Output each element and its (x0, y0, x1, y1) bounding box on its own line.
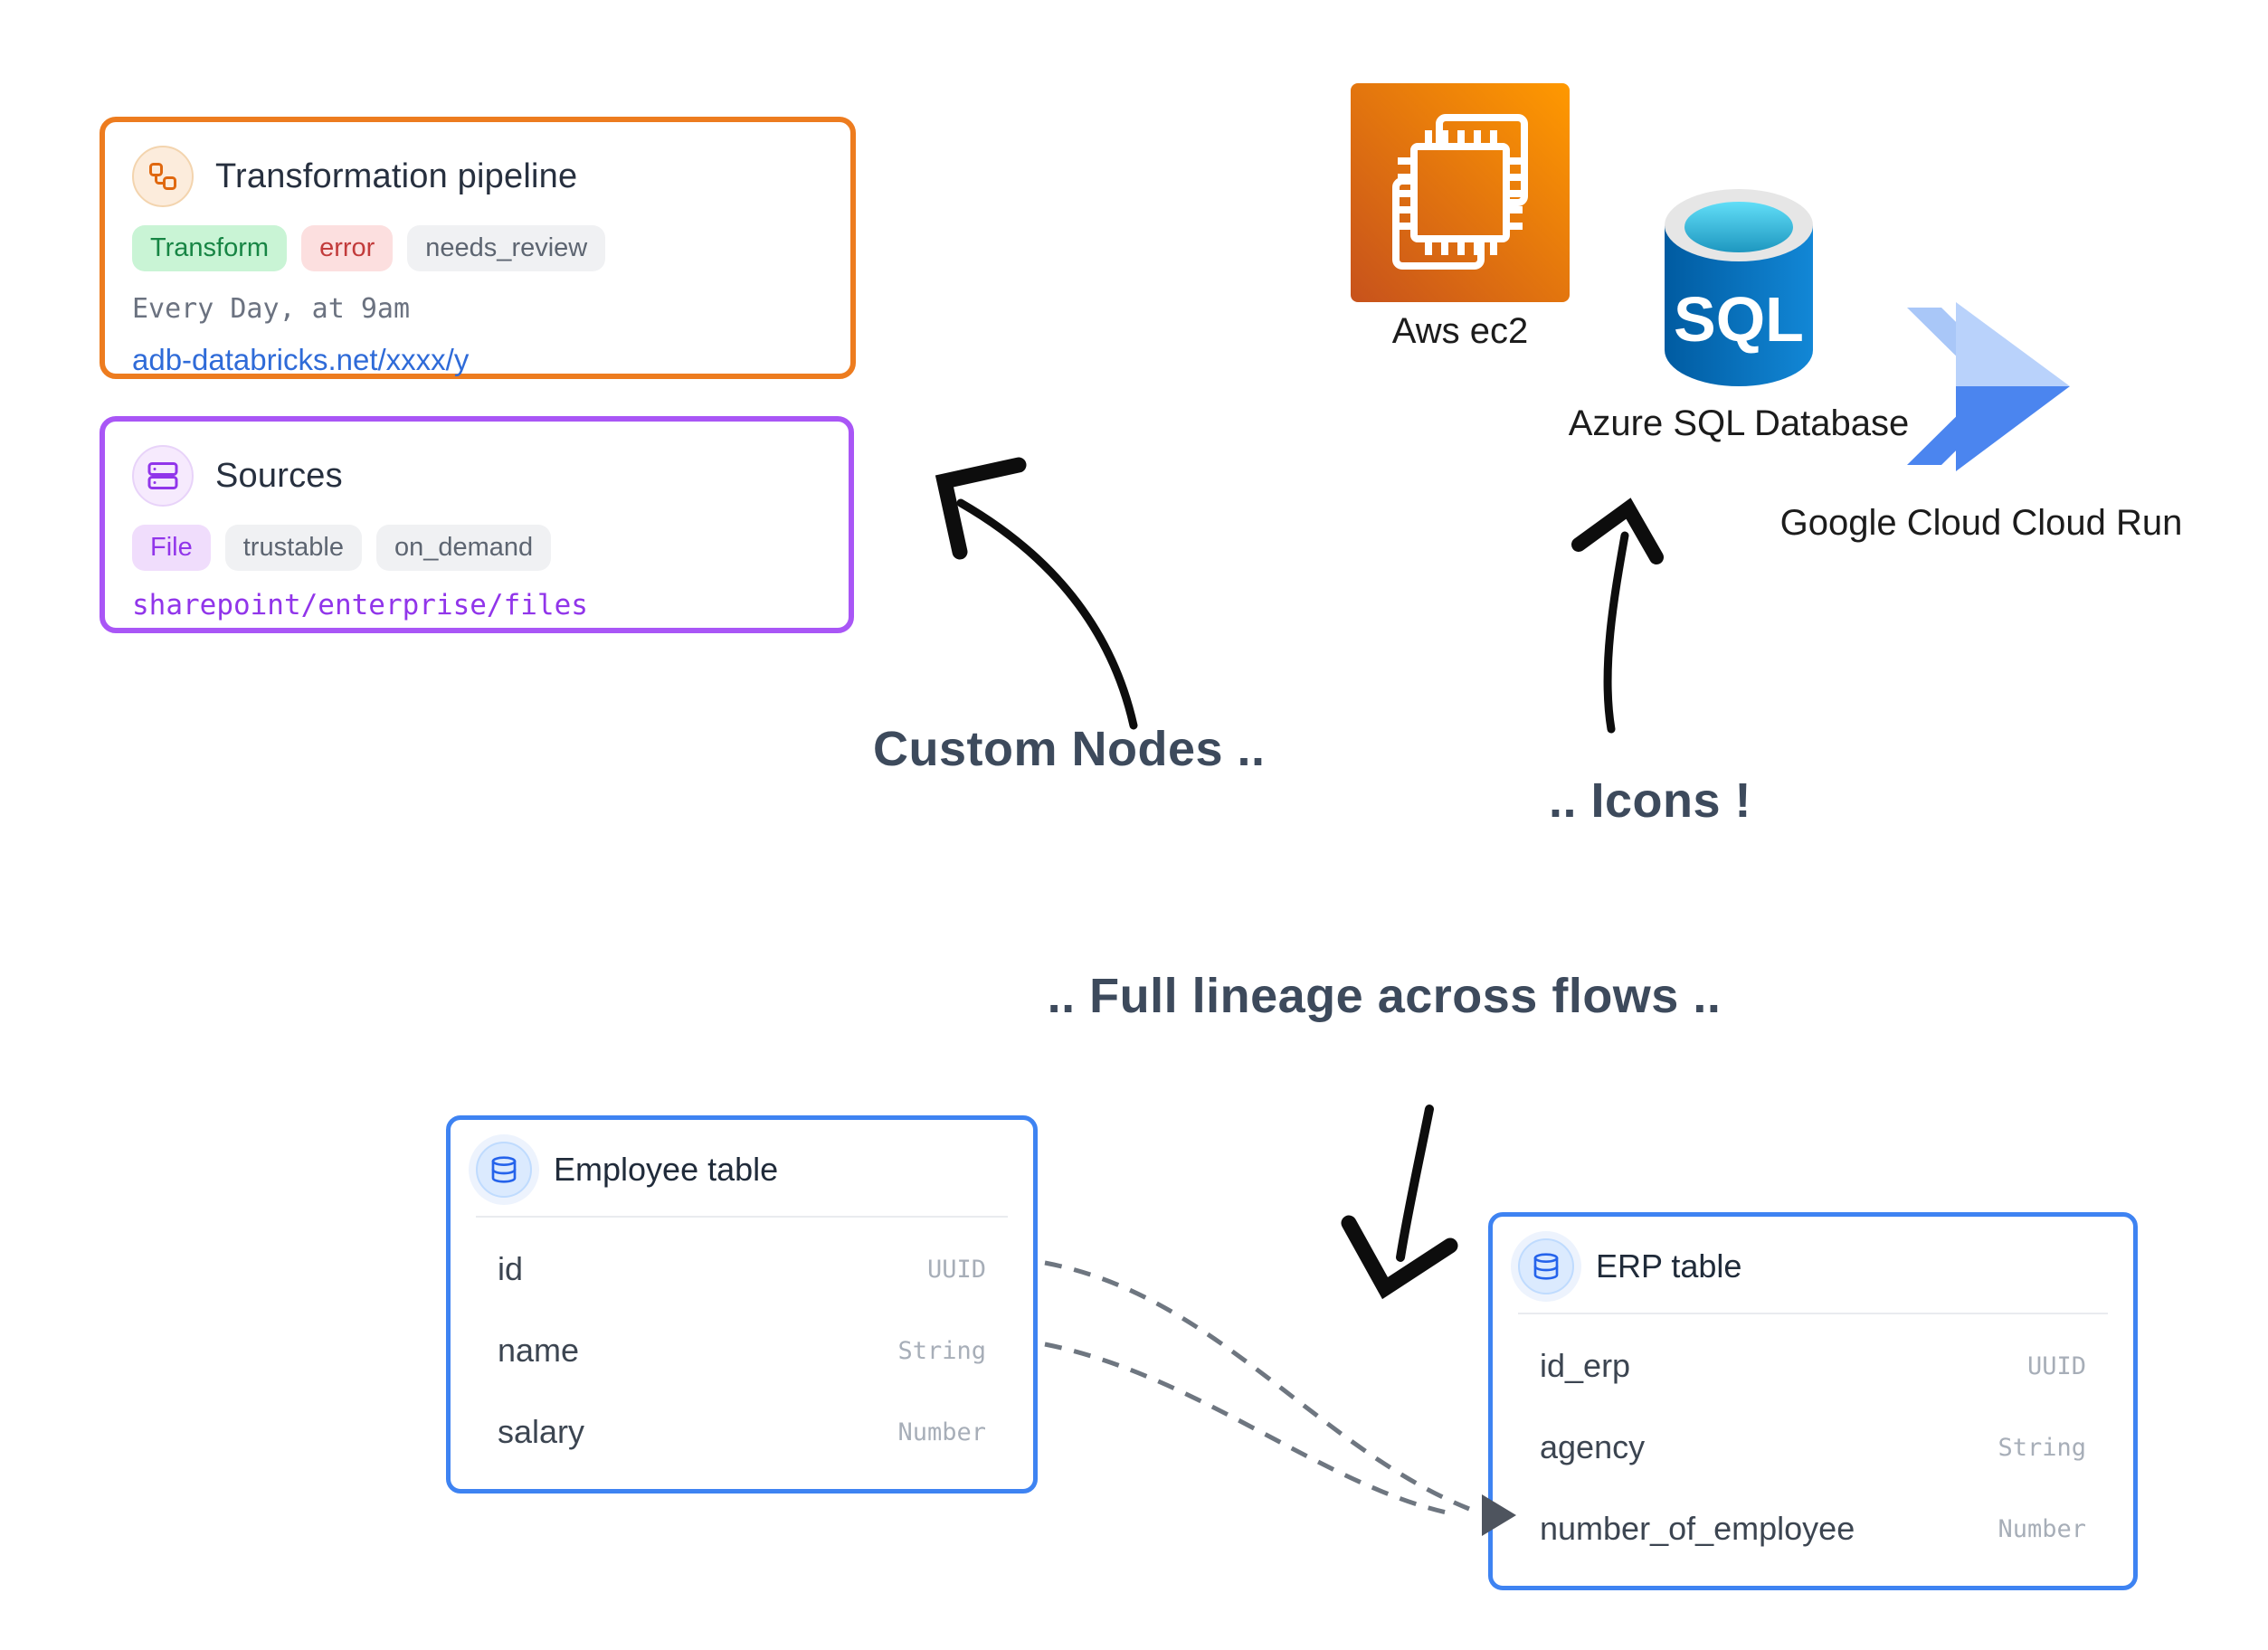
node-title: ERP table (1596, 1247, 1742, 1285)
field-type: String (897, 1336, 986, 1365)
field-row[interactable]: id_erp UUID (1493, 1325, 2133, 1407)
edge-id-to-number-of-employee[interactable] (1044, 1260, 1470, 1512)
custom-nodes-arrow-icon (935, 457, 1138, 730)
lineage-annotation: .. Full lineage across flows .. (1047, 969, 1722, 1023)
cloud-run-label: Google Cloud Cloud Run (1779, 503, 2183, 543)
sources-node[interactable]: Sources File trustable on_demand sharepo… (100, 416, 854, 633)
field-type: UUID (2026, 1351, 2086, 1380)
field-list: id UUID name String salary Number (451, 1218, 1033, 1473)
field-row[interactable]: id UUID (451, 1228, 1033, 1310)
custom-nodes-annotation: Custom Nodes .. (873, 722, 1266, 776)
erp-table-node[interactable]: ERP table id_erp UUID agency String numb… (1488, 1212, 2138, 1590)
node-title: Sources (215, 456, 343, 495)
field-row[interactable]: name String (451, 1310, 1033, 1391)
schedule-text: Every Day, at 9am (132, 293, 411, 325)
workflow-icon (132, 146, 194, 207)
employee-table-node[interactable]: Employee table id UUID name String salar… (446, 1115, 1038, 1494)
icons-arrow-icon (1571, 498, 1664, 734)
field-type: String (1998, 1433, 2086, 1462)
status-badge: trustable (224, 525, 362, 571)
field-row[interactable]: agency String (1493, 1407, 2133, 1488)
aws-ec2-icon[interactable] (1351, 83, 1570, 307)
status-badge: on_demand (375, 525, 552, 571)
field-type: Number (1998, 1514, 2086, 1543)
sources-link[interactable]: sharepoint/enterprise/files (132, 589, 588, 621)
badge-row: File trustable on_demand (105, 507, 849, 571)
node-header: Transformation pipeline (105, 122, 850, 207)
node-title: Employee table (554, 1151, 779, 1188)
field-name: number_of_employee (1540, 1510, 1855, 1547)
divider (1518, 1313, 2108, 1314)
status-badge: needs_review (407, 225, 606, 271)
badge-row: Transform error needs_review (105, 207, 850, 271)
lineage-arrow-icon (1341, 1105, 1458, 1300)
field-type: Number (897, 1418, 986, 1446)
status-badge: error (301, 225, 394, 271)
status-badge: Transform (132, 225, 288, 271)
node-title: Transformation pipeline (215, 156, 578, 195)
divider (476, 1216, 1008, 1218)
field-name: agency (1540, 1428, 1646, 1465)
node-header: Employee table (451, 1120, 1033, 1216)
field-type: UUID (926, 1255, 986, 1284)
database-icon (1518, 1238, 1574, 1294)
aws-ec2-label: Aws ec2 (1391, 311, 1529, 351)
pipeline-link[interactable]: adb-databricks.net/xxxx/y (132, 343, 470, 376)
cloud-run-icon[interactable] (1900, 299, 2072, 479)
edge-name-to-number-of-employee[interactable] (1044, 1342, 1456, 1517)
field-name: id (498, 1250, 524, 1287)
azure-sql-icon[interactable]: SQL (1661, 185, 1817, 394)
field-name: name (498, 1332, 580, 1369)
svg-text:SQL: SQL (1674, 284, 1804, 355)
icons-annotation: .. Icons ! (1549, 773, 1752, 828)
field-row[interactable]: salary Number (451, 1391, 1033, 1473)
status-badge: File (132, 525, 211, 571)
azure-sql-label: Azure SQL Database (1568, 403, 1910, 443)
database-icon (476, 1142, 532, 1198)
field-row[interactable]: number_of_employee Number (1493, 1488, 2133, 1569)
field-list: id_erp UUID agency String number_of_empl… (1493, 1314, 2133, 1569)
server-icon (132, 445, 194, 507)
field-name: salary (498, 1413, 585, 1450)
transformation-pipeline-node[interactable]: Transformation pipeline Transform error … (100, 117, 856, 379)
node-header: ERP table (1493, 1217, 2133, 1313)
field-name: id_erp (1540, 1347, 1631, 1384)
node-header: Sources (105, 422, 849, 507)
